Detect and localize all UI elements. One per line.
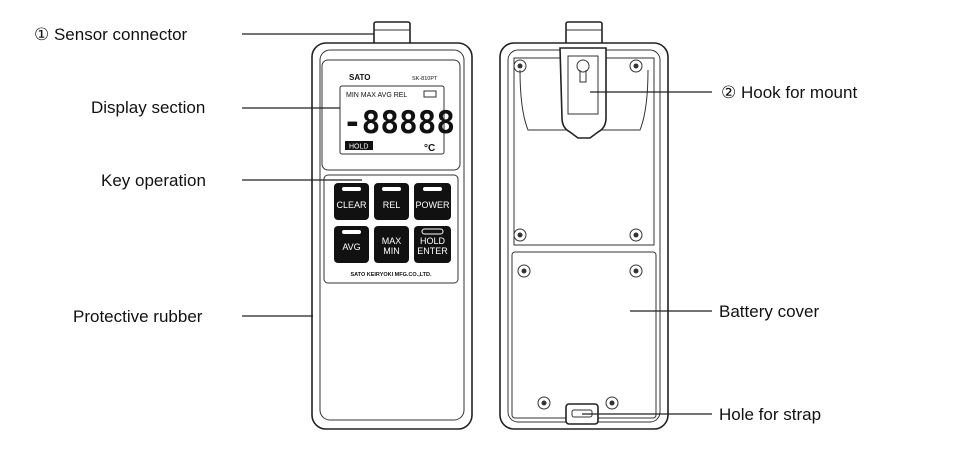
screw-icon [517, 264, 531, 278]
display-section-label: Display section [91, 98, 205, 117]
sensor-connector-label: ① Sensor connector [34, 25, 188, 44]
screw-icon [629, 59, 643, 73]
lcd-indicators: MIN MAX AVG REL [346, 92, 407, 99]
rel-button[interactable]: REL [374, 183, 409, 220]
maker-label: SATO KEIRYOKI MFG.CO.,LTD. [350, 272, 432, 278]
lcd-digits: -88888 [343, 105, 455, 141]
hold-indicator: HOLD [349, 144, 368, 151]
hook-for-mount [559, 47, 607, 139]
sensor-connector-front [373, 21, 411, 45]
front-view: SATO SK-810PT MIN MAX AVG REL -88888 HOL… [311, 21, 473, 430]
screw-icon [537, 396, 551, 410]
brand-logo: SATO [349, 73, 370, 82]
hook-for-mount-label: ② Hook for mount [721, 83, 857, 102]
callout-lines [242, 33, 712, 415]
hole-for-strap-label: Hole for strap [719, 405, 821, 424]
screw-icon [629, 228, 643, 242]
svg-text:REL: REL [383, 200, 401, 210]
svg-text:MAX: MAX [382, 236, 402, 246]
screw-icon [513, 59, 527, 73]
protective-rubber-label: Protective rubber [73, 307, 203, 326]
svg-text:CLEAR: CLEAR [336, 200, 367, 210]
screw-icon [513, 228, 527, 242]
avg-button[interactable]: AVG [334, 226, 369, 263]
screw-icon [629, 264, 643, 278]
unit-indicator: °C [424, 143, 435, 154]
battery-cover-label: Battery cover [719, 302, 819, 321]
screw-icon [605, 396, 619, 410]
key-panel [323, 174, 459, 284]
svg-text:AVG: AVG [342, 242, 360, 252]
sensor-connector-back [565, 21, 603, 45]
svg-text:ENTER: ENTER [417, 246, 448, 256]
svg-text:POWER: POWER [415, 200, 450, 210]
lcd-display [339, 85, 445, 155]
hold-enter-button[interactable]: HOLD ENTER [414, 226, 451, 263]
battery-icon [423, 90, 437, 98]
svg-text:MIN: MIN [383, 246, 400, 256]
back-body [499, 42, 669, 430]
key-operation-label: Key operation [101, 171, 206, 190]
power-button[interactable]: POWER [414, 183, 451, 220]
svg-text:HOLD: HOLD [420, 236, 446, 246]
max-min-button[interactable]: MAX MIN [374, 226, 409, 263]
model-label: SK-810PT [412, 76, 438, 82]
clear-button[interactable]: CLEAR [334, 183, 369, 220]
back-view [499, 21, 669, 430]
